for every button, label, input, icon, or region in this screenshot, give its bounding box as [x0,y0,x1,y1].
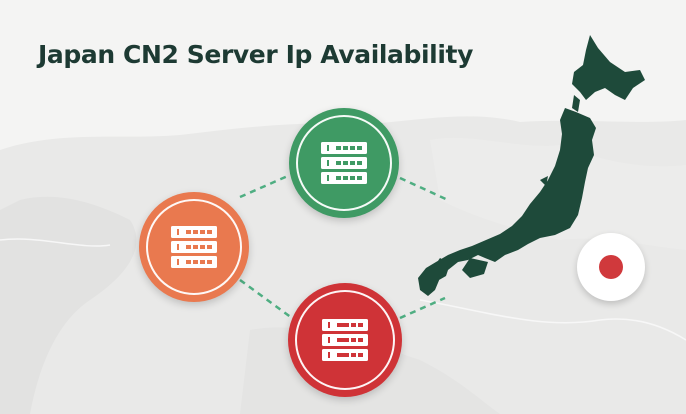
page-title: Japan CN2 Server Ip Availability [38,40,473,69]
server-rack-icon [321,139,367,187]
server-rack-icon [171,223,217,271]
server-node-green [289,108,399,218]
japan-flag-icon [577,233,645,301]
server-node-orange [139,192,249,302]
server-node-red [288,283,402,397]
server-rack-icon [322,316,368,364]
flag-sun [599,255,623,279]
